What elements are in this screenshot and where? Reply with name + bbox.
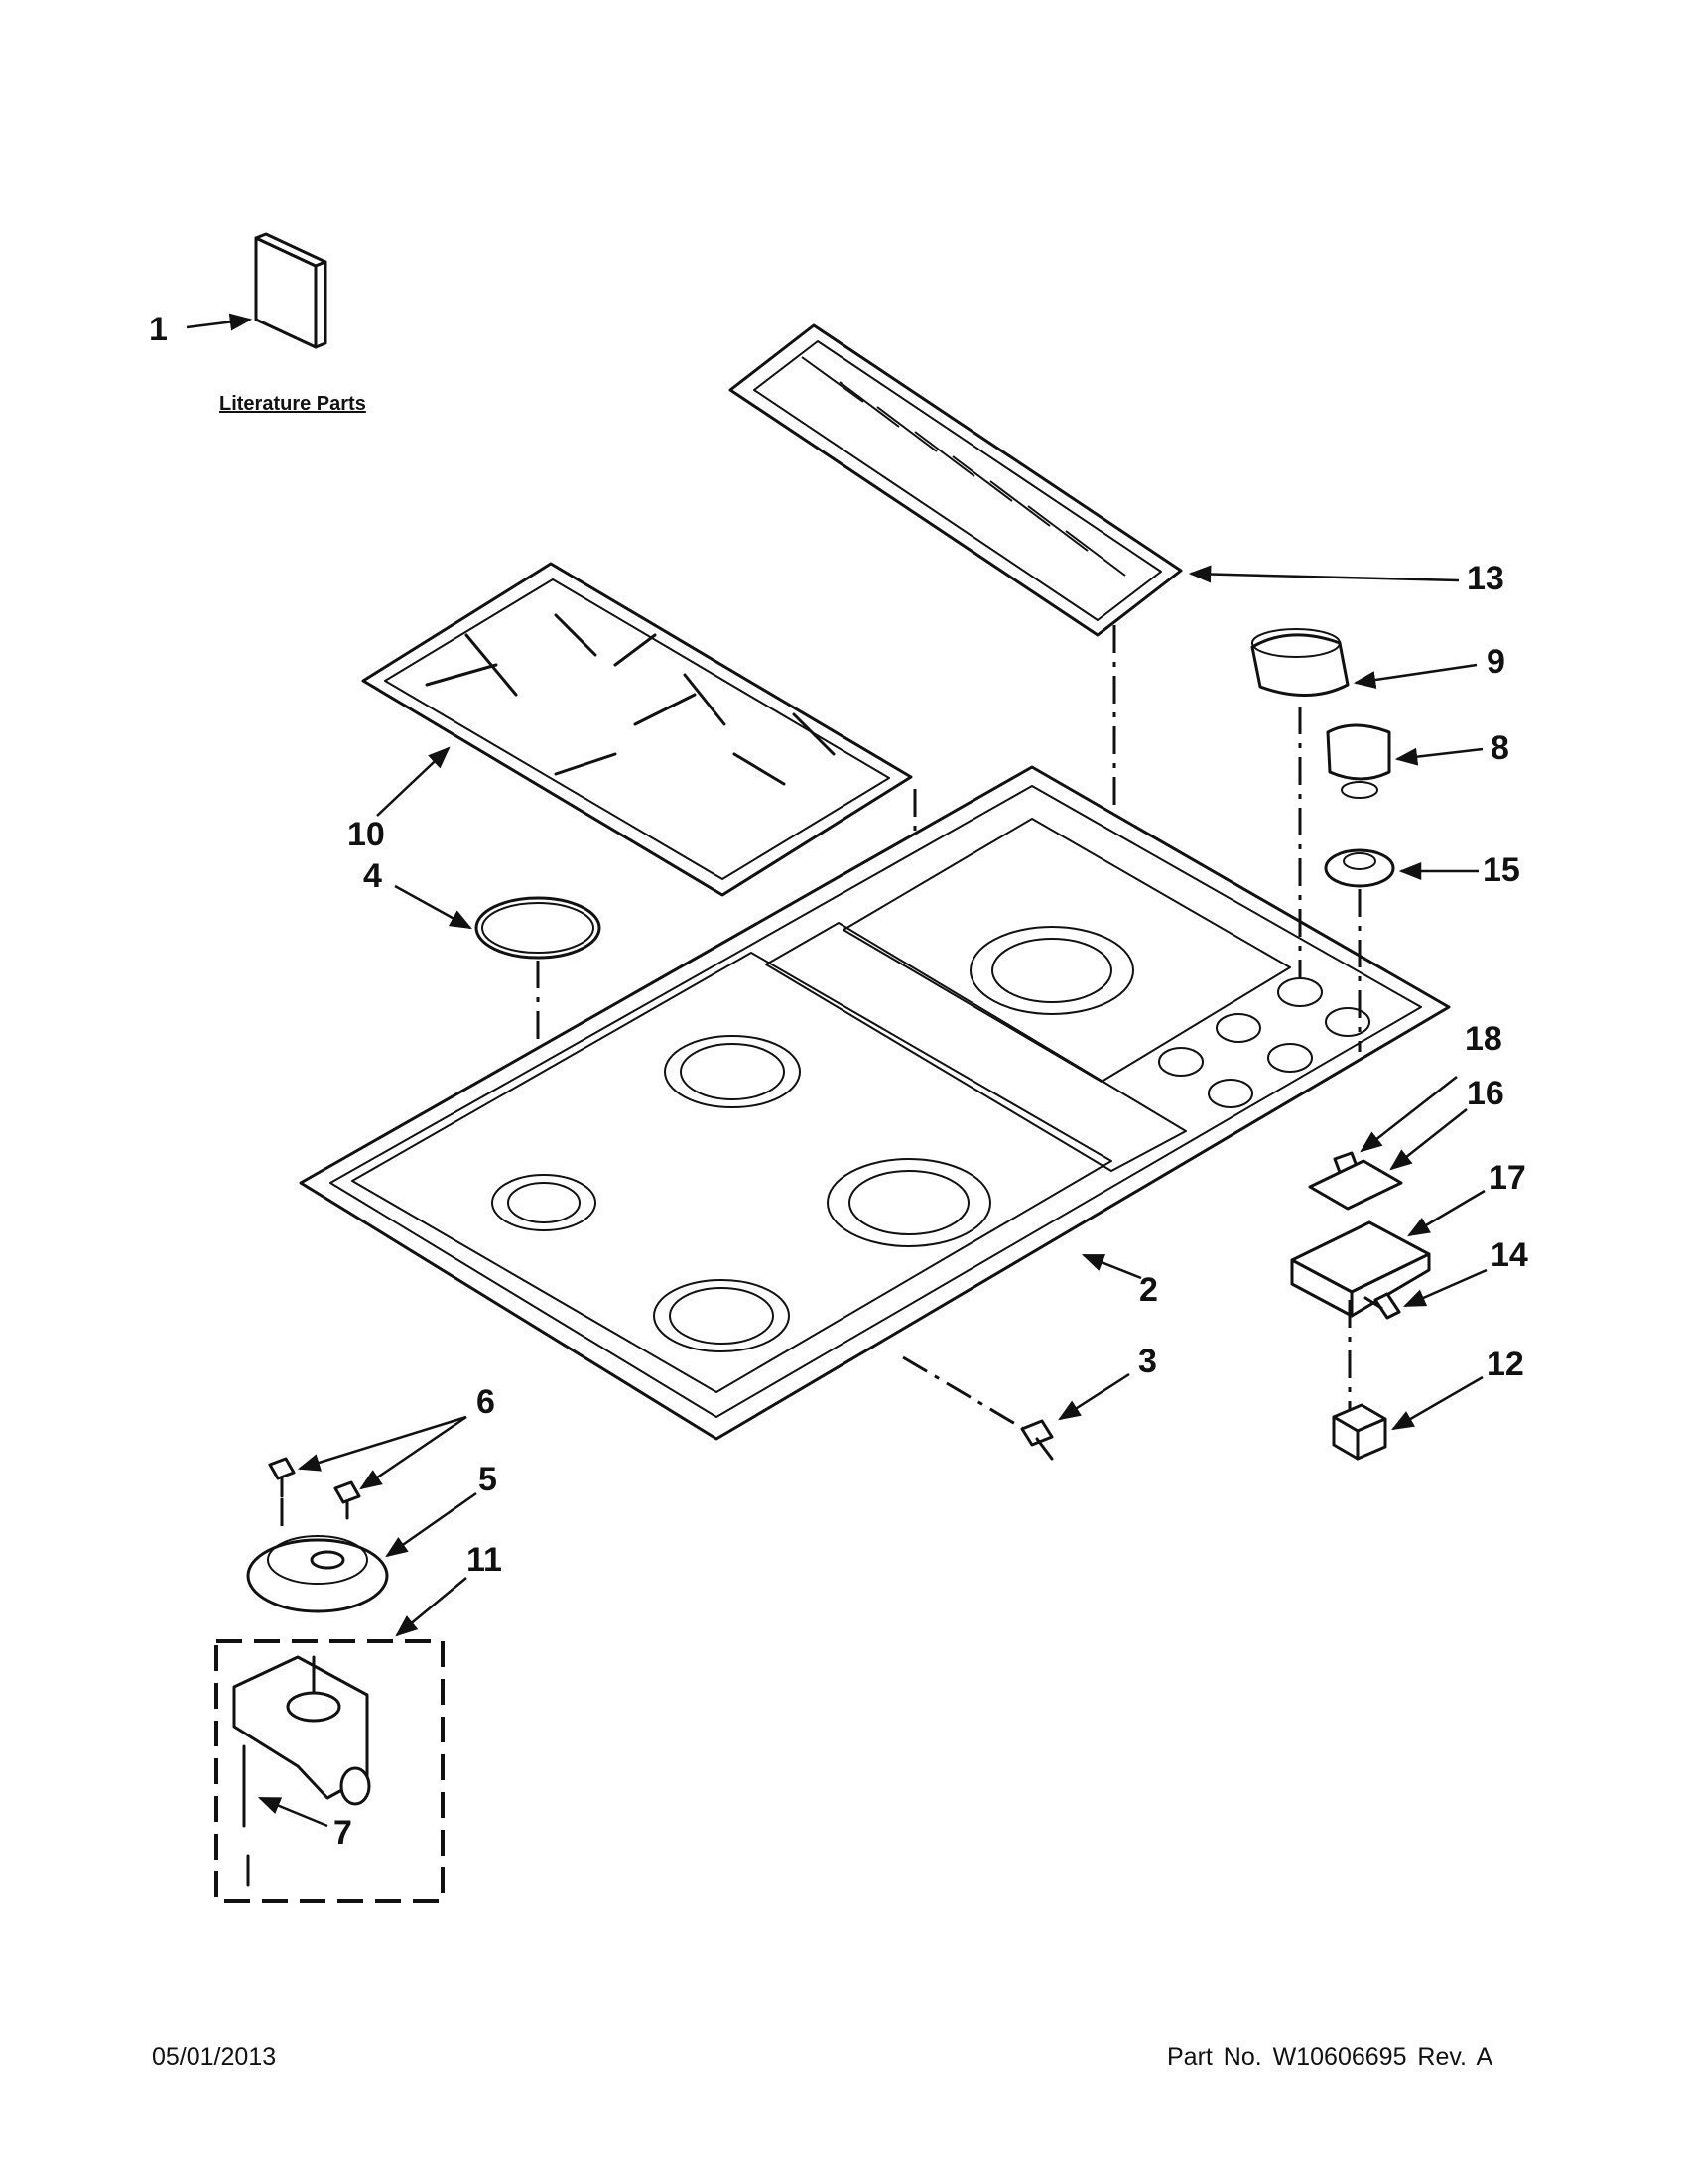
leader-8	[1394, 747, 1484, 766]
knob-8	[1326, 723, 1391, 799]
leader-7	[257, 1796, 328, 1828]
literature-booklet	[254, 232, 327, 349]
callout-5: 5	[478, 1461, 497, 1498]
callout-7: 7	[333, 1814, 352, 1852]
screw-3	[1020, 1419, 1054, 1461]
centerline-3	[902, 1355, 1028, 1433]
literature-parts-label: Literature Parts	[219, 393, 366, 415]
callout-13: 13	[1467, 560, 1504, 597]
callout-3: 3	[1138, 1343, 1157, 1380]
leader-9	[1353, 663, 1478, 689]
leader-11	[395, 1577, 467, 1637]
leader-1	[186, 313, 253, 331]
leader-2	[1081, 1253, 1142, 1280]
callout-12: 12	[1487, 1346, 1524, 1383]
leader-16	[1389, 1108, 1468, 1171]
leader-6b	[359, 1415, 467, 1490]
burner-base-5	[246, 1535, 389, 1613]
leader-5	[385, 1491, 477, 1558]
callout-15: 15	[1483, 851, 1520, 889]
bracket-17	[1290, 1220, 1431, 1318]
leader-18	[1360, 1076, 1458, 1153]
leader-14	[1402, 1268, 1488, 1308]
plate-16	[1308, 1159, 1403, 1211]
screws-6	[268, 1457, 361, 1520]
footer-date: 05/01/2013	[152, 2043, 277, 2071]
callout-14: 14	[1491, 1236, 1528, 1274]
callout-1: 1	[149, 311, 168, 348]
callout-9: 9	[1487, 643, 1505, 681]
callout-16: 16	[1467, 1075, 1504, 1112]
callout-17: 17	[1489, 1159, 1526, 1197]
bezel-15	[1324, 848, 1395, 888]
cooktop-body-2	[299, 765, 1451, 1441]
callout-10: 10	[347, 816, 385, 853]
top-grate-13	[728, 323, 1183, 637]
switch-12	[1332, 1403, 1387, 1461]
valve-assembly-11	[232, 1655, 371, 1887]
leader-13	[1188, 565, 1460, 583]
knob-9	[1250, 628, 1350, 697]
callout-8: 8	[1491, 729, 1509, 767]
leader-4	[394, 884, 472, 930]
leader-3	[1058, 1372, 1130, 1421]
leader-17	[1407, 1189, 1486, 1237]
callout-6: 6	[476, 1383, 495, 1421]
leader-6a	[297, 1415, 467, 1472]
callout-4: 4	[363, 857, 382, 895]
gasket-4	[474, 896, 601, 960]
leader-10	[376, 746, 451, 817]
footer-part-number: Part No. W10606695 Rev. A	[1167, 2043, 1493, 2071]
callout-2: 2	[1139, 1271, 1158, 1309]
screw-14	[1363, 1292, 1401, 1320]
burner-grate-10	[361, 562, 913, 897]
assembly-box-11	[214, 1639, 445, 1903]
callout-18: 18	[1465, 1020, 1502, 1058]
callout-11: 11	[466, 1541, 502, 1579]
leader-12	[1391, 1375, 1484, 1431]
